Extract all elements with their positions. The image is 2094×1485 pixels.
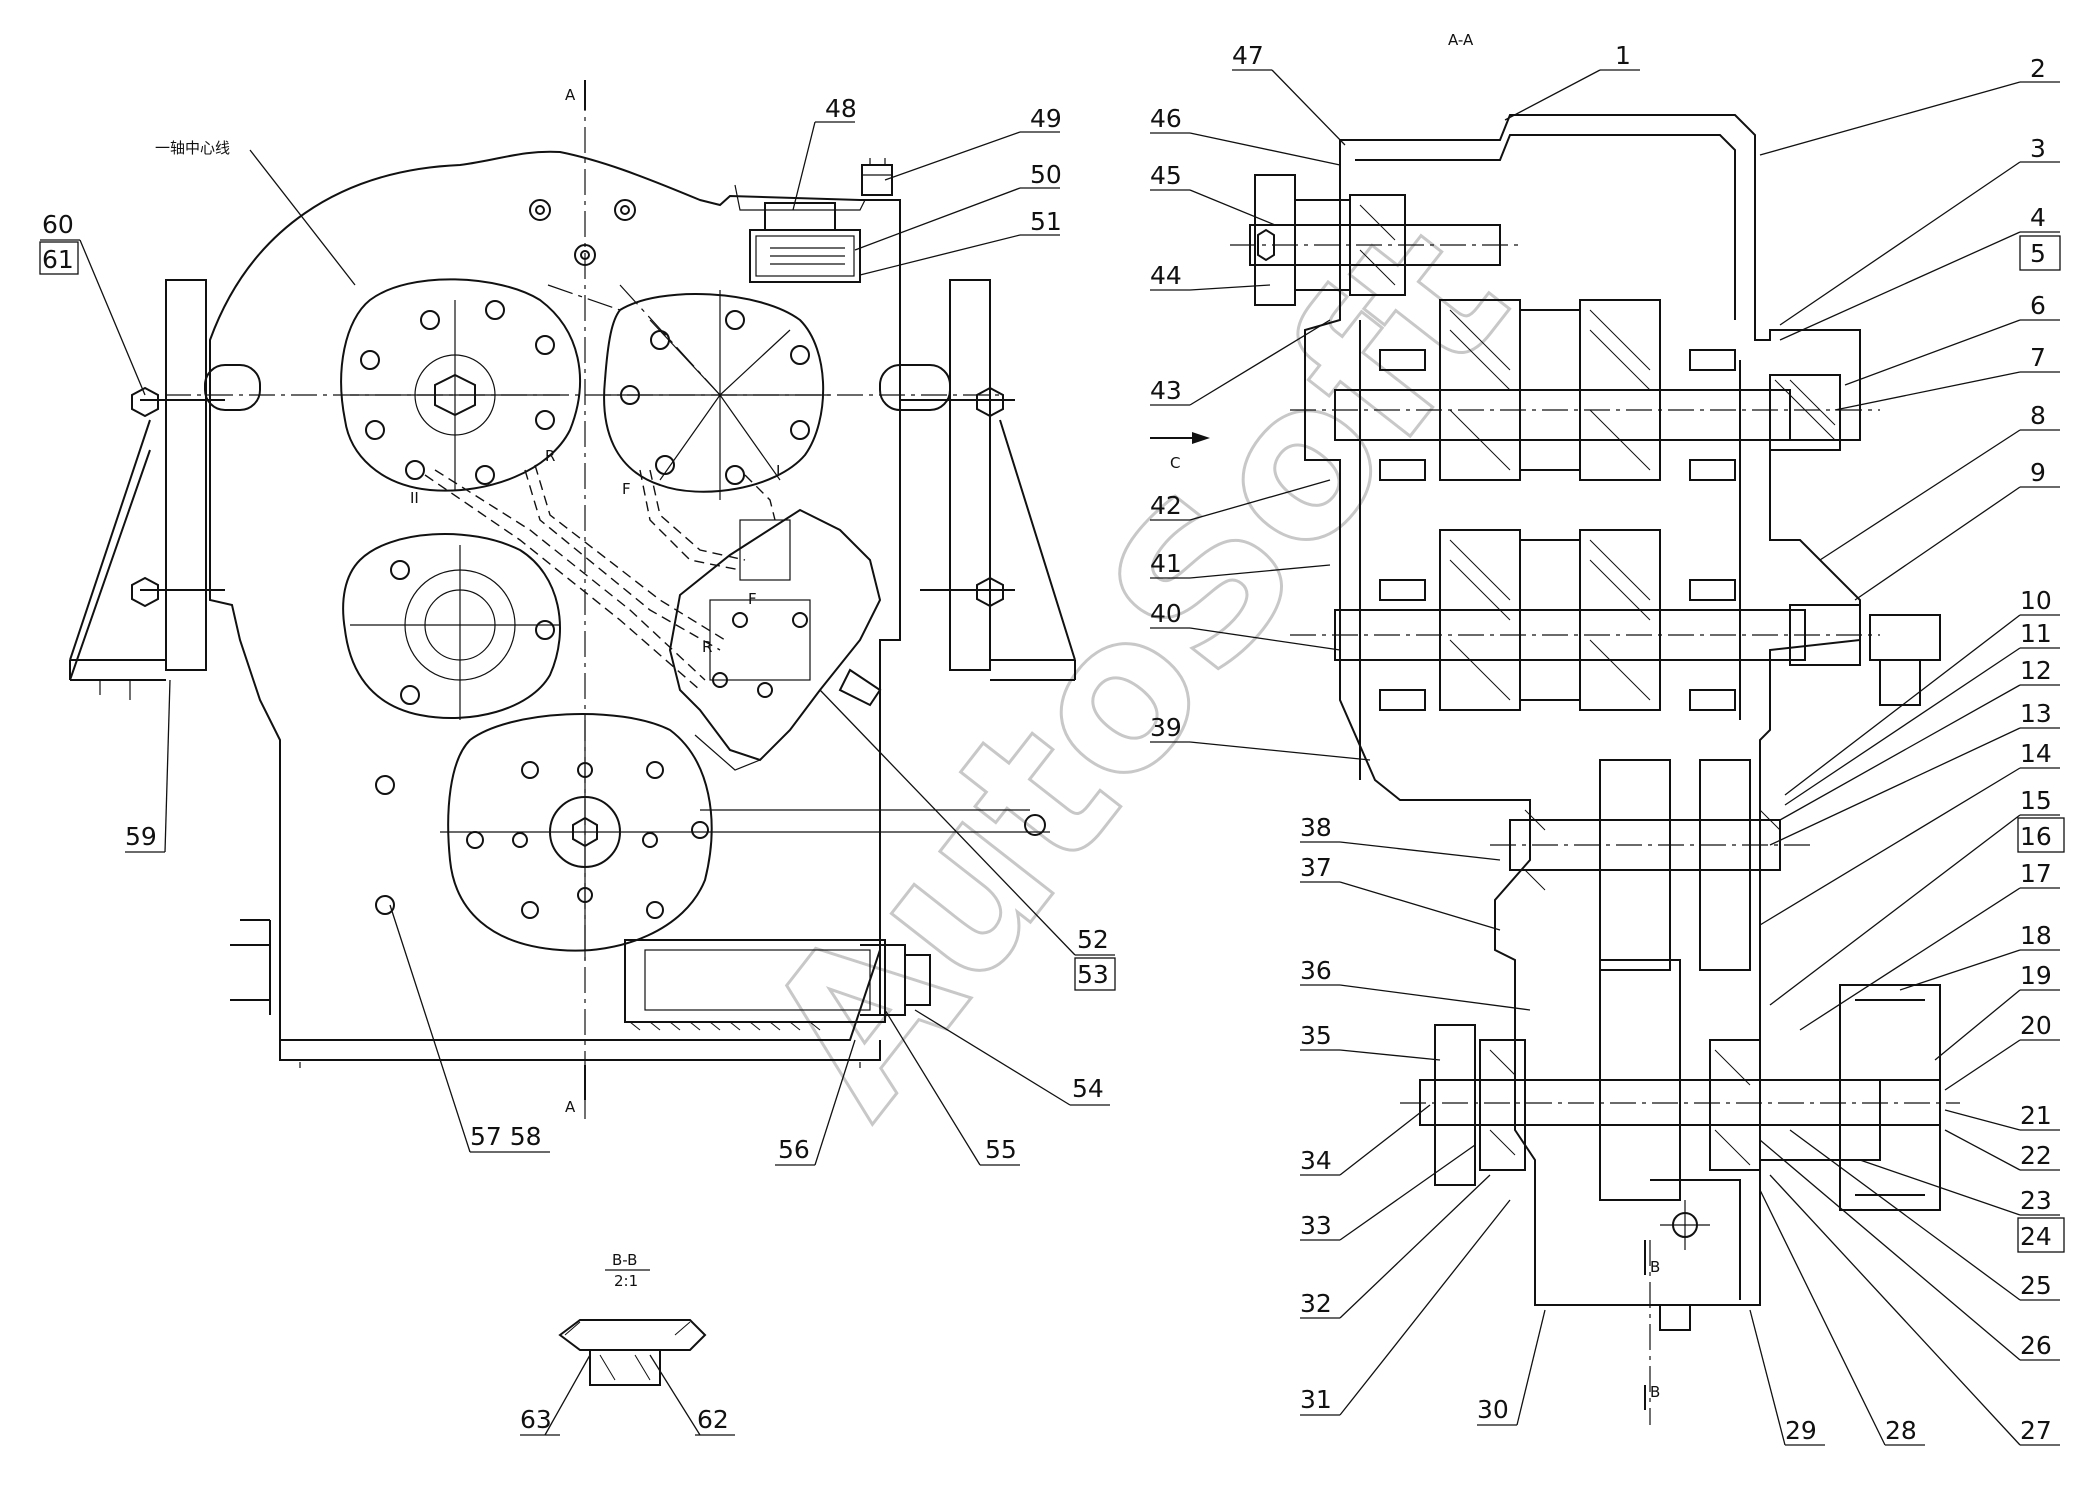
callout-19: 19 bbox=[2020, 961, 2052, 990]
callout-25: 25 bbox=[2020, 1271, 2052, 1300]
callout-44: 44 bbox=[1150, 261, 1182, 290]
section-mark-a-top: A bbox=[565, 86, 576, 104]
callout-2: 2 bbox=[2030, 54, 2046, 83]
callout-1: 1 bbox=[1615, 41, 1631, 70]
callout-40: 40 bbox=[1150, 599, 1182, 628]
callout-20: 20 bbox=[2020, 1011, 2052, 1040]
left-callouts: 48 49 50 51 60 61 59 52 53 54 55 56 57 5 bbox=[39, 94, 1116, 1166]
callout-8: 8 bbox=[2030, 401, 2046, 430]
right-mount-bracket bbox=[879, 279, 1076, 681]
callout-24: 24 bbox=[2020, 1222, 2052, 1251]
callout-41: 41 bbox=[1150, 549, 1182, 578]
idler-shaft bbox=[1509, 759, 1781, 971]
callout-33: 33 bbox=[1300, 1211, 1332, 1240]
callout-55: 55 bbox=[985, 1135, 1017, 1164]
callout-4: 4 bbox=[2030, 203, 2046, 232]
callout-61: 61 bbox=[42, 245, 74, 274]
output-shaft bbox=[1419, 959, 1941, 1211]
callout-45: 45 bbox=[1150, 161, 1182, 190]
port-label-ii: II bbox=[410, 489, 419, 507]
callout-21: 21 bbox=[2020, 1101, 2052, 1130]
clutch-shaft-lower bbox=[1334, 529, 1941, 711]
callout-30: 30 bbox=[1477, 1395, 1509, 1424]
callout-29: 29 bbox=[1785, 1416, 1817, 1445]
clutch-shaft-upper bbox=[1334, 299, 1841, 481]
front-view: II R F I F R bbox=[39, 80, 1116, 1436]
callout-42: 42 bbox=[1150, 491, 1182, 520]
callout-6: 6 bbox=[2030, 291, 2046, 320]
nameplate bbox=[749, 202, 861, 283]
callout-35: 35 bbox=[1300, 1021, 1332, 1050]
breather-cap bbox=[861, 158, 893, 196]
callout-15: 15 bbox=[2020, 786, 2052, 815]
callout-47: 47 bbox=[1232, 41, 1264, 70]
callout-23: 23 bbox=[2020, 1186, 2052, 1215]
port-label-r-upper: R bbox=[545, 447, 555, 465]
view-direction-label: C bbox=[1170, 454, 1180, 472]
callout-3: 3 bbox=[2030, 134, 2046, 163]
flange-intermediate bbox=[342, 532, 561, 720]
callout-59: 59 bbox=[125, 822, 157, 851]
callout-62: 62 bbox=[697, 1405, 729, 1434]
callout-22: 22 bbox=[2020, 1141, 2052, 1170]
callout-9: 9 bbox=[2030, 458, 2046, 487]
section-mark-b-top: B bbox=[1650, 1258, 1660, 1276]
port-label-r-valve: R bbox=[702, 638, 712, 656]
callout-48: 48 bbox=[825, 94, 857, 123]
port-label-f-valve: F bbox=[748, 590, 757, 608]
callout-36: 36 bbox=[1300, 956, 1332, 985]
callout-28: 28 bbox=[1885, 1416, 1917, 1445]
callout-12: 12 bbox=[2020, 656, 2052, 685]
callout-37: 37 bbox=[1300, 853, 1332, 882]
callout-43: 43 bbox=[1150, 376, 1182, 405]
detail-title: B-B bbox=[612, 1251, 637, 1269]
callout-50: 50 bbox=[1030, 160, 1062, 189]
left-mount-bracket bbox=[69, 279, 261, 700]
callout-16: 16 bbox=[2020, 822, 2052, 851]
callout-17: 17 bbox=[2020, 859, 2052, 888]
detail-b-b: B-B 2:1 63 62 bbox=[520, 1251, 735, 1436]
callout-10: 10 bbox=[2020, 586, 2052, 615]
oil-pipes bbox=[424, 464, 776, 691]
callout-49: 49 bbox=[1030, 104, 1062, 133]
right-callouts: 1 2 3 4 5 6 7 8 9 10 11 12 13 14 15 16 1… bbox=[1150, 41, 2065, 1446]
callout-31: 31 bbox=[1300, 1385, 1332, 1414]
port-label-i: I bbox=[776, 462, 780, 480]
callout-5: 5 bbox=[2030, 239, 2046, 268]
callout-7: 7 bbox=[2030, 343, 2046, 372]
shaft-centerline-label: 一轴中心线 bbox=[155, 139, 230, 157]
port-label-f-upper: F bbox=[622, 480, 631, 498]
callout-27: 27 bbox=[2020, 1416, 2052, 1445]
callout-32: 32 bbox=[1300, 1289, 1332, 1318]
callout-38: 38 bbox=[1300, 813, 1332, 842]
callout-57-58: 57 58 bbox=[470, 1122, 542, 1151]
callout-18: 18 bbox=[2020, 921, 2052, 950]
callout-46: 46 bbox=[1150, 104, 1182, 133]
callout-34: 34 bbox=[1300, 1146, 1332, 1175]
callout-11: 11 bbox=[2020, 619, 2052, 648]
callout-14: 14 bbox=[2020, 739, 2052, 768]
callout-63: 63 bbox=[520, 1405, 552, 1434]
section-mark-b-bottom: B bbox=[1650, 1383, 1660, 1401]
callout-53: 53 bbox=[1077, 960, 1109, 989]
section-title: A-A bbox=[1448, 31, 1474, 49]
callout-54: 54 bbox=[1072, 1074, 1104, 1103]
flange-output-lower bbox=[440, 713, 1050, 960]
section-view-a-a: A-A bbox=[1150, 31, 1960, 1425]
callout-51: 51 bbox=[1030, 207, 1062, 236]
callout-39: 39 bbox=[1150, 713, 1182, 742]
callout-52: 52 bbox=[1077, 925, 1109, 954]
callout-60: 60 bbox=[42, 210, 74, 239]
callout-26: 26 bbox=[2020, 1331, 2052, 1360]
section-mark-a-bottom: A bbox=[565, 1098, 576, 1116]
oil-filter-tube bbox=[624, 939, 931, 1031]
callout-56: 56 bbox=[778, 1135, 810, 1164]
detail-scale: 2:1 bbox=[614, 1272, 638, 1290]
callout-13: 13 bbox=[2020, 699, 2052, 728]
